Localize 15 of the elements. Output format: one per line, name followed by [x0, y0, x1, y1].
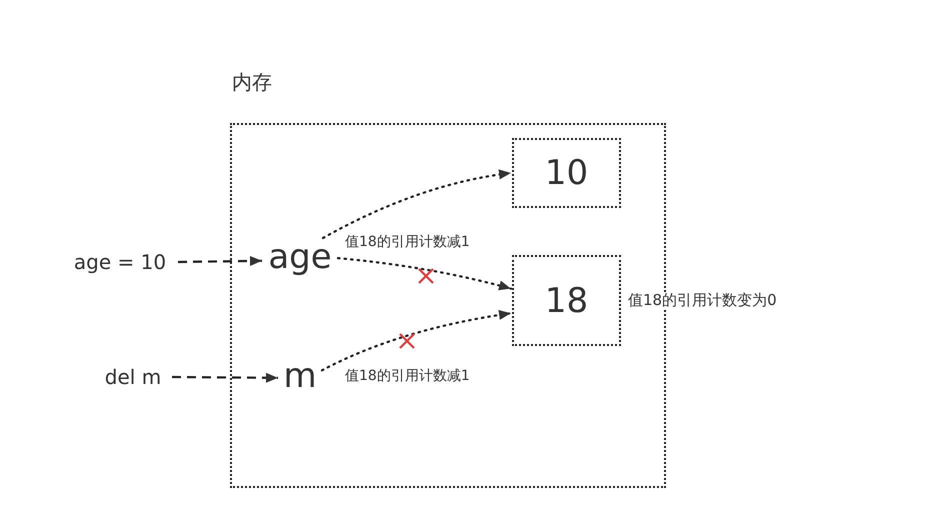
annotation: 值18的引用计数变为0	[628, 292, 777, 309]
heading: 内存	[232, 72, 272, 92]
edge-label: 值18的引用计数减1	[345, 234, 470, 250]
code-statement: del m	[98, 365, 168, 389]
value-box: 18	[512, 255, 621, 346]
variable-name: age	[264, 238, 336, 276]
variable-name: m	[280, 357, 320, 395]
arrow	[178, 256, 262, 266]
code-statement: age = 10	[66, 250, 174, 274]
arrow	[336, 257, 512, 291]
arrow	[320, 310, 512, 372]
arrow	[322, 169, 512, 240]
arrow	[172, 372, 278, 383]
value-box: 10	[512, 138, 621, 208]
edge-label: 值18的引用计数减1	[345, 368, 470, 384]
